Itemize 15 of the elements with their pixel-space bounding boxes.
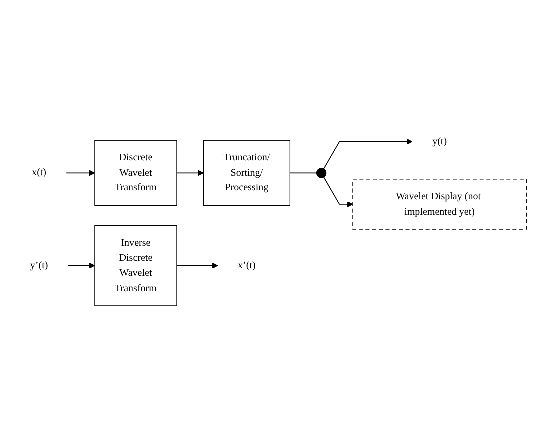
arrow [323,176,354,208]
node-box: Wavelet Display (not implemented yet) [352,178,527,230]
node-text: y’(t) [30,260,48,271]
arrow [66,170,96,176]
node-text: x(t) [32,168,47,178]
arrow [176,170,204,176]
connector [290,172,318,174]
node-text: y(t) [432,136,448,147]
node-box: Discrete Wavelet Transform [94,140,178,206]
arrow [323,138,413,170]
node-box: Truncation/ Sorting/ Processing [203,140,290,206]
arrow [68,262,96,269]
node-box: Inverse Discrete Wavelet Transform [94,225,178,306]
node-text: x’(t) [238,260,256,271]
arrow [176,262,218,269]
